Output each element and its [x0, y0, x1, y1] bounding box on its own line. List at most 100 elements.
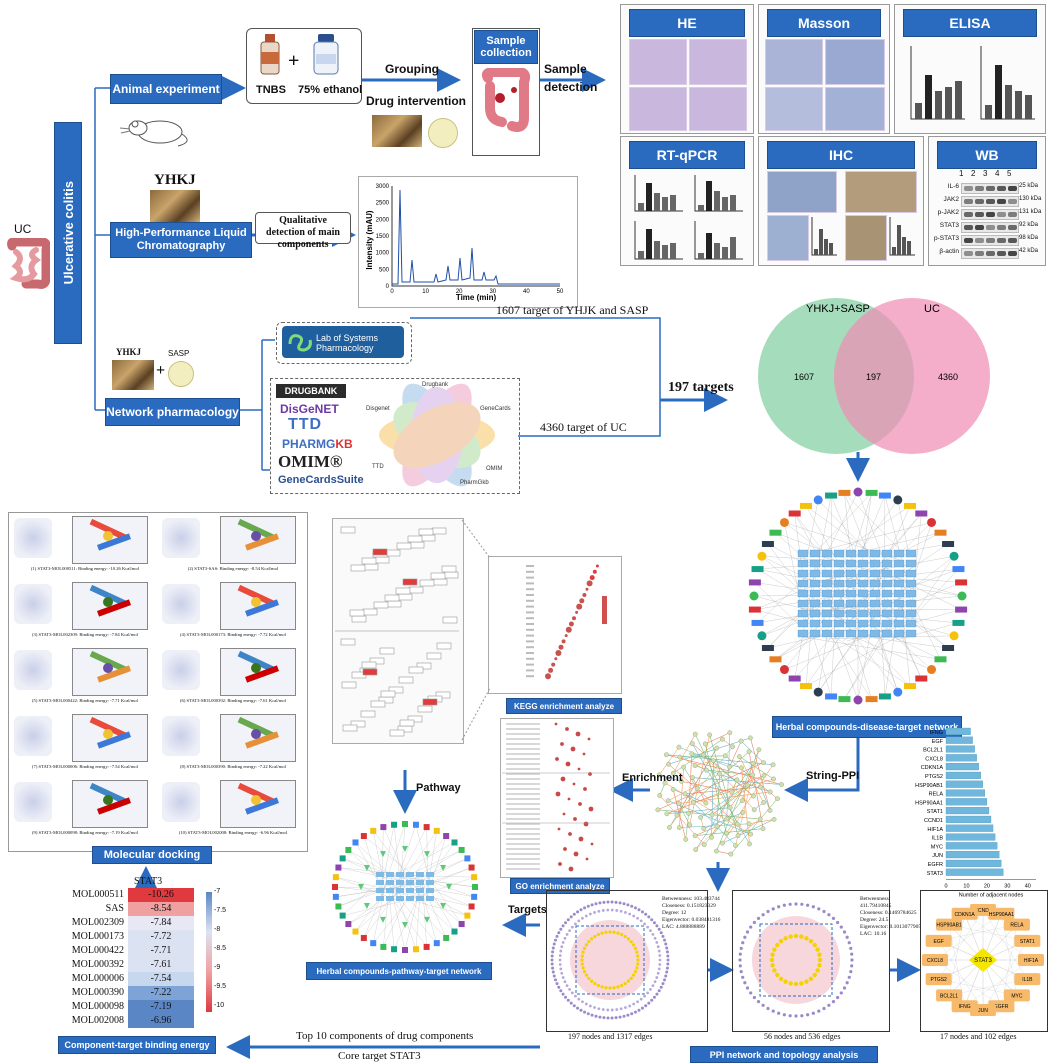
compound-node [471, 893, 478, 900]
target-node [881, 609, 893, 618]
ppi-edge [760, 786, 771, 811]
ppi-node [563, 980, 567, 984]
kegg-dot [576, 603, 583, 610]
compound-node [412, 821, 419, 828]
venn-left-label: YHKJ+SASP [806, 303, 870, 315]
compound-node [360, 934, 367, 941]
target-node [821, 549, 833, 558]
protein-structure [162, 518, 200, 558]
wb-protein-label: p-STAT3 [933, 235, 959, 242]
wb-band [975, 199, 984, 204]
ppi-node [849, 970, 853, 974]
databases-box [270, 378, 520, 494]
degree-gene-label: STAT3 [927, 871, 943, 877]
ppi-selection [759, 923, 833, 997]
ppi-node [636, 962, 640, 966]
kegg-dot [595, 564, 599, 568]
core-node [951, 1000, 978, 1013]
wb-band [986, 212, 995, 217]
ppi-nodes-2: 56 nodes and 536 edges [764, 1032, 841, 1041]
target-drug-label: 1607 target of YHJK and SASP [496, 303, 649, 317]
ppi-node [756, 916, 761, 920]
ppi-node [749, 925, 753, 929]
ppi-node [707, 732, 712, 738]
compound-node [927, 665, 937, 675]
ppi-node [649, 987, 652, 991]
ppi-edge [673, 789, 686, 840]
protein-structure [162, 782, 200, 822]
ppi-node [711, 758, 716, 764]
ppi-node [579, 908, 583, 912]
heatmap-row-label: MOL002008 [71, 1015, 124, 1026]
ppi-node [560, 945, 564, 949]
kegg-caption: KEGG enrichment analyze [506, 698, 622, 714]
ppi-edge [729, 740, 742, 767]
ppi-node [640, 910, 644, 914]
target-node [821, 569, 833, 578]
ppi-node [812, 942, 817, 948]
ppi-node [561, 976, 565, 979]
ppi-node [665, 970, 669, 974]
pathway-node [380, 851, 386, 858]
core-node-label: EGFR [994, 1004, 1008, 1010]
hplc-chromatogram: Intensity (mAU) Time (min) 0500100015002… [365, 184, 564, 302]
pathway-edge [379, 823, 406, 901]
ppi-node [743, 981, 747, 985]
go-dot [578, 802, 582, 806]
flower-label: GeneCards [480, 406, 511, 412]
ppi-node [622, 902, 626, 906]
degree-gene-label: IL1B [932, 836, 944, 842]
ppi-selection [575, 925, 645, 995]
ppi-node [600, 985, 604, 989]
ppi-node [788, 934, 793, 939]
pathway-edge [389, 883, 406, 951]
heatmap-row-label: MOL000422 [71, 945, 124, 956]
compound-node [345, 846, 352, 853]
kegg-dot [572, 616, 576, 621]
ppi-edge [700, 785, 748, 818]
core-node-label: IL1B [1022, 977, 1033, 983]
flower-label: TTD [372, 464, 384, 470]
ppi-node [793, 933, 799, 939]
wb-size-label: 98 kDa [1019, 235, 1039, 241]
ppi-node [570, 991, 574, 995]
core-node-label: PTGS2 [930, 977, 947, 983]
ppi-node [635, 950, 639, 954]
pathway-node [402, 846, 408, 852]
ppi-node [811, 905, 815, 909]
target-node [396, 888, 404, 893]
heatmap-cell: -6.96 [128, 1014, 194, 1028]
kegg-dot [548, 667, 554, 673]
docking-caption: Molecular docking [92, 846, 212, 864]
ppi-node [656, 971, 660, 975]
core-node [988, 907, 1015, 920]
wb-band-strip [961, 248, 1019, 259]
targets-197-label: 197 targets [668, 380, 734, 395]
pathway-edge [373, 830, 384, 880]
target-node [406, 872, 414, 877]
compound-node [423, 824, 430, 831]
heatmap-scale-label: -9.5 [214, 983, 227, 990]
pathway-edge [383, 827, 413, 891]
plus-sign: + [288, 50, 300, 72]
ppi-node [836, 995, 840, 1000]
ppi-node [679, 778, 684, 784]
ppi-node [735, 821, 740, 827]
compound-node [757, 631, 767, 641]
target-node [833, 569, 845, 578]
pathway-node [440, 903, 447, 909]
target-node [376, 872, 384, 877]
target-node [821, 609, 833, 618]
kegg-dot [589, 575, 595, 581]
ppi-node [588, 912, 592, 916]
target-node [376, 880, 384, 885]
target-node [845, 629, 857, 638]
ppi-stat-line: LAC: 10.16 [860, 931, 887, 937]
ppi-edge [716, 773, 720, 827]
sample-detection-label: Sample detection [544, 62, 598, 94]
ppi-node [586, 1012, 590, 1016]
network-edge [900, 634, 922, 679]
kegg-map-box [379, 647, 395, 655]
target-node [833, 579, 845, 588]
